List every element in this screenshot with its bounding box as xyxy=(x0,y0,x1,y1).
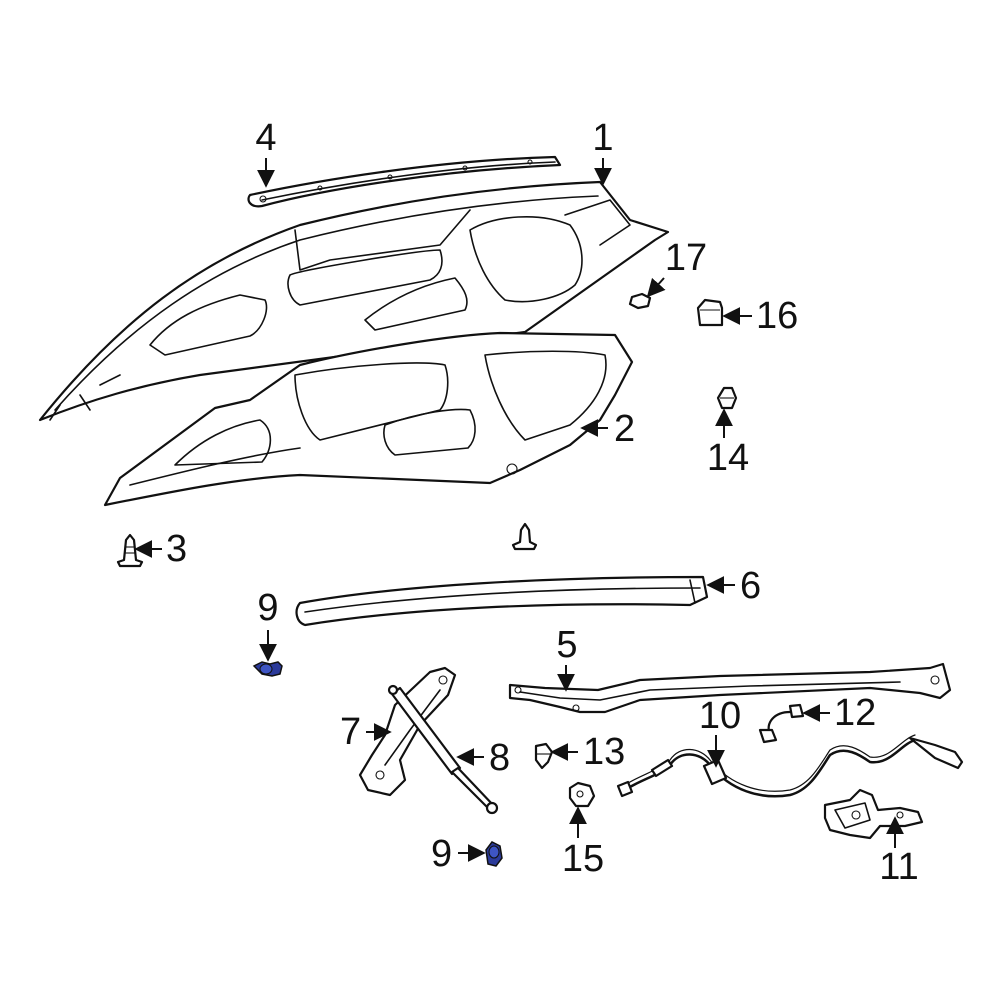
callout-11[interactable]: 11 xyxy=(879,846,918,888)
callout-3[interactable]: 3 xyxy=(166,528,187,570)
part-15-retainer[interactable] xyxy=(568,781,596,808)
callout-12[interactable]: 12 xyxy=(834,692,876,734)
part-11-latch[interactable] xyxy=(823,788,924,840)
part-5-support-bar[interactable] xyxy=(508,662,952,714)
callout-6[interactable]: 6 xyxy=(740,565,761,607)
part-2-insulator[interactable] xyxy=(103,331,634,507)
part-13-bumper[interactable] xyxy=(534,742,554,770)
callout-14[interactable]: 14 xyxy=(707,437,749,479)
callout-1[interactable]: 1 xyxy=(592,117,613,159)
callout-labels: 1 2 3 4 5 6 7 8 9 9 10 11 12 13 14 15 16… xyxy=(166,117,919,888)
part-3-retainer-clip[interactable] xyxy=(116,533,144,568)
callout-7[interactable]: 7 xyxy=(340,711,361,753)
callout-5[interactable]: 5 xyxy=(556,624,577,666)
part-6-hood-seal[interactable] xyxy=(295,575,709,627)
callout-17[interactable]: 17 xyxy=(665,237,707,279)
part-4-weatherstrip[interactable] xyxy=(247,155,562,208)
callout-9-lower[interactable]: 9 xyxy=(431,833,452,875)
callout-16[interactable]: 16 xyxy=(756,295,798,337)
leader-lines xyxy=(134,158,904,862)
part-9-bolt-upper[interactable] xyxy=(252,661,283,677)
part-17-plug[interactable] xyxy=(628,292,652,310)
callout-4[interactable]: 4 xyxy=(255,117,276,159)
part-10-release-cable[interactable] xyxy=(616,734,964,798)
part-8-support-rod[interactable] xyxy=(387,684,499,815)
callout-10[interactable]: 10 xyxy=(699,695,741,737)
part-12-cable-end[interactable] xyxy=(758,703,805,744)
callout-13[interactable]: 13 xyxy=(583,731,625,773)
callout-9-upper[interactable]: 9 xyxy=(257,587,278,629)
part-14-clip[interactable] xyxy=(716,386,738,410)
callout-2[interactable]: 2 xyxy=(614,408,635,450)
callout-15[interactable]: 15 xyxy=(562,838,604,880)
part-16-bracket[interactable] xyxy=(696,298,724,327)
part-1-hood[interactable] xyxy=(38,180,670,422)
center-clip[interactable] xyxy=(511,522,538,551)
callout-8[interactable]: 8 xyxy=(489,737,510,779)
part-9-bolt-lower[interactable] xyxy=(485,841,503,867)
